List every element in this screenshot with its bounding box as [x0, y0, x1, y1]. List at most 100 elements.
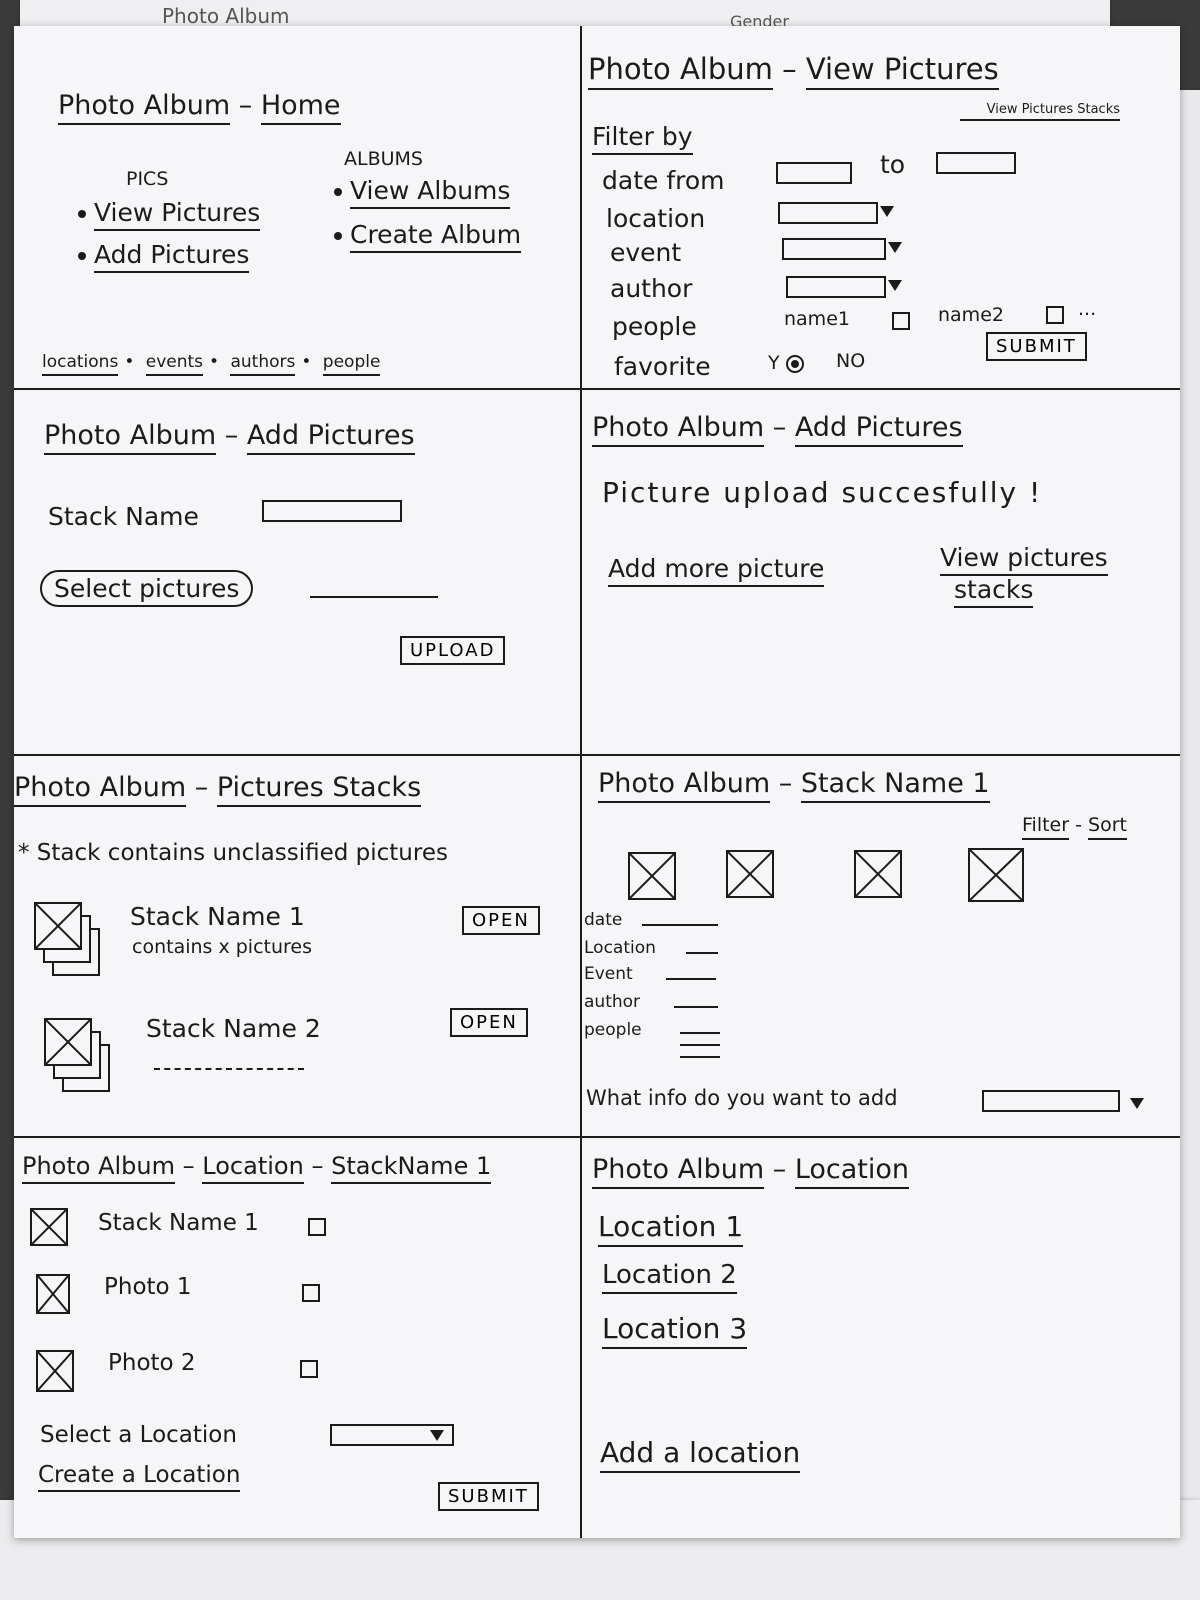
favorite-yes-option[interactable]: Y — [768, 352, 804, 374]
view-pictures-link[interactable]: View Pictures — [94, 198, 261, 231]
date-to-input[interactable] — [936, 152, 1016, 174]
image-placeholder-icon[interactable] — [628, 852, 676, 900]
select-location-dropdown[interactable] — [330, 1424, 454, 1446]
author-filter-select[interactable] — [786, 276, 886, 298]
more-people-ellipsis: ... — [1078, 298, 1097, 320]
location-list-title: Photo Album – Location — [592, 1154, 910, 1189]
add-more-picture-link[interactable]: Add more picture — [608, 554, 825, 587]
field-author-value — [674, 1006, 718, 1008]
radio-selected-icon[interactable] — [785, 354, 804, 373]
sort-link[interactable]: Sort — [1088, 814, 1127, 840]
view-picture-stacks-link[interactable]: View pictures stacks — [940, 542, 1108, 608]
add-pictures-link[interactable]: Add Pictures — [94, 240, 250, 273]
panel-view-pictures: Photo Album – View Pictures View Picture… — [582, 26, 1180, 388]
location-row-photo1: Photo 1 — [104, 1274, 192, 1300]
chevron-down-icon[interactable] — [880, 206, 894, 217]
add-location-link[interactable]: Add a location — [600, 1436, 801, 1473]
panel-stack-detail: Photo Album – Stack Name 1 Filter - Sort… — [582, 756, 1180, 1136]
location-stack-submit-button[interactable]: SUBMIT — [438, 1482, 539, 1511]
date-from-input[interactable] — [776, 162, 852, 184]
location-stack-title: Photo Album – Location – StackName 1 — [22, 1152, 492, 1184]
location-row-photo2: Photo 2 — [108, 1350, 196, 1376]
stack-detail-title-app: Photo Album — [598, 768, 771, 803]
filter-link[interactable]: Filter — [1022, 814, 1070, 840]
view-albums-item[interactable]: View Albums — [334, 176, 511, 209]
panel-upload-success: Photo Album – Add Pictures Picture uploa… — [582, 390, 1180, 754]
field-location-label: Location — [584, 938, 656, 958]
field-date-value — [642, 924, 718, 926]
view-pictures-title-app: Photo Album — [588, 52, 773, 90]
home-title: Photo Album – Home — [58, 90, 341, 125]
location-item-2[interactable]: Location 2 — [602, 1260, 737, 1294]
create-album-item[interactable]: Create Album — [334, 220, 522, 253]
add-info-label: What info do you want to add — [586, 1086, 898, 1110]
image-placeholder-icon — [30, 1208, 68, 1246]
location-row-stack-checkbox[interactable] — [308, 1218, 326, 1236]
upload-success-title-page: Add Pictures — [794, 412, 963, 447]
location-row-photo2-checkbox[interactable] — [300, 1360, 318, 1378]
location-row-stack-name: Stack Name 1 — [98, 1210, 259, 1236]
divider-row-2 — [14, 754, 1180, 756]
chevron-down-icon[interactable] — [430, 1430, 444, 1441]
stack-name-input[interactable] — [262, 500, 402, 522]
panel-home: Photo Album – Home PICS View Pictures Ad… — [14, 26, 580, 388]
home-title-app: Photo Album — [58, 90, 231, 125]
upload-button[interactable]: UPLOAD — [400, 636, 506, 665]
create-album-link[interactable]: Create Album — [350, 220, 522, 253]
location-item-3[interactable]: Location 3 — [602, 1312, 748, 1349]
field-people-value — [680, 1044, 720, 1046]
event-filter-label: event — [610, 238, 682, 267]
person-name2-checkbox[interactable] — [1046, 306, 1064, 324]
filter-sort-links: Filter - Sort — [1022, 814, 1127, 840]
image-placeholder-icon[interactable] — [968, 848, 1024, 902]
location-item-1[interactable]: Location 1 — [598, 1210, 744, 1247]
chevron-down-icon[interactable] — [888, 280, 902, 291]
view-stacks-line2[interactable]: stacks — [954, 575, 1034, 608]
view-pictures-submit-button[interactable]: SUBMIT — [986, 332, 1087, 361]
create-location-link[interactable]: Create a Location — [38, 1462, 241, 1492]
view-pictures-item[interactable]: View Pictures — [78, 198, 261, 231]
view-stacks-line1[interactable]: View pictures — [940, 543, 1108, 576]
home-footer-links: locations• events• authors• people — [42, 352, 381, 376]
location-row-photo1-checkbox[interactable] — [302, 1284, 320, 1302]
footer-link-authors[interactable]: authors — [230, 352, 296, 376]
view-pictures-stacks-link[interactable]: View Pictures Stacks — [960, 102, 1120, 121]
footer-link-events[interactable]: events — [145, 352, 204, 376]
open-stack2-button[interactable]: OPEN — [450, 1008, 528, 1037]
field-event-label: Event — [584, 964, 633, 984]
view-albums-link[interactable]: View Albums — [350, 176, 511, 209]
stack1-thumbnail[interactable] — [34, 902, 114, 982]
event-filter-select[interactable] — [782, 238, 886, 260]
location-list-title-app: Photo Album — [592, 1154, 765, 1189]
select-pictures-button[interactable]: Select pictures — [40, 570, 254, 607]
favorite-no-option[interactable]: NO — [836, 350, 866, 372]
location-stack-title-stack: StackName 1 — [331, 1152, 492, 1184]
stack-name-label: Stack Name — [48, 502, 199, 531]
divider-row-1 — [14, 388, 1180, 390]
location-filter-select[interactable] — [778, 202, 878, 224]
location-list-title-page: Location — [794, 1154, 910, 1189]
pics-heading: PICS — [126, 168, 169, 190]
chevron-down-icon[interactable] — [888, 242, 902, 253]
wireframe-sheet: Photo Album – Home PICS View Pictures Ad… — [14, 26, 1180, 1538]
add-pictures-title-app: Photo Album — [44, 420, 217, 455]
pictures-stacks-title-page: Pictures Stacks — [216, 772, 422, 807]
footer-link-people[interactable]: people — [322, 352, 381, 376]
add-pictures-item[interactable]: Add Pictures — [78, 240, 250, 273]
image-placeholder-icon[interactable] — [726, 850, 774, 898]
stack-detail-title-page: Stack Name 1 — [800, 768, 990, 803]
upload-success-message: Picture upload succesfully ! — [602, 476, 1043, 509]
open-stack1-button[interactable]: OPEN — [462, 906, 540, 935]
author-filter-label: author — [610, 274, 693, 303]
image-placeholder-icon[interactable] — [854, 850, 902, 898]
bullet-icon — [334, 232, 342, 240]
footer-link-locations[interactable]: locations — [42, 352, 119, 376]
date-from-label: date from — [602, 166, 725, 195]
view-pictures-title: Photo Album – View Pictures — [588, 52, 999, 90]
person-name1-checkbox[interactable] — [892, 312, 910, 330]
favorite-label: favorite — [614, 352, 711, 381]
filter-sort-separator: - — [1075, 814, 1082, 836]
add-info-select[interactable] — [982, 1090, 1120, 1112]
stack2-thumbnail[interactable] — [44, 1018, 124, 1098]
chevron-down-icon[interactable] — [1130, 1098, 1144, 1109]
